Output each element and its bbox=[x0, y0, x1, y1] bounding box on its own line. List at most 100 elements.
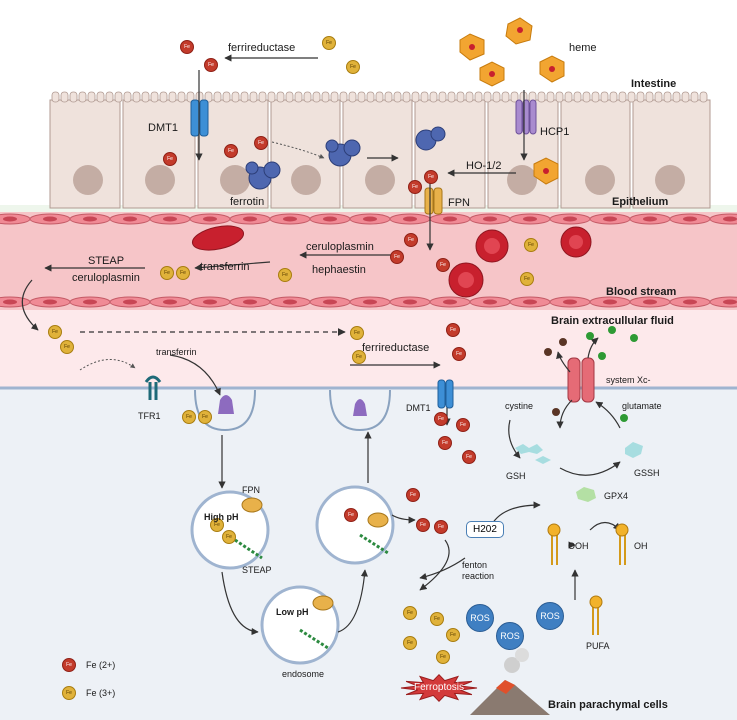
iron-ion-fe2: Fe bbox=[438, 436, 452, 450]
dmt1-transporter-brain bbox=[437, 379, 454, 409]
gssh-label: GSSH bbox=[634, 468, 660, 478]
ceruloplasmin-label: ceruloplasmin bbox=[306, 241, 374, 253]
ferrotin-label: ferrotin bbox=[230, 196, 265, 208]
ros-badge: ROS bbox=[536, 602, 564, 630]
legend-fe3-icon: Fe bbox=[62, 686, 76, 700]
legend-fe2-label: Fe (2+) bbox=[86, 660, 116, 670]
ooh-label: OOH bbox=[568, 541, 589, 551]
system-xc-transporter bbox=[567, 357, 595, 403]
system-xc-label: system Xc- bbox=[606, 375, 651, 385]
iron-ion-fe2: Fe bbox=[434, 520, 448, 534]
iron-ion-fe3: Fe bbox=[198, 410, 212, 424]
ceruloplasmin-blood-label: ceruloplasmin bbox=[72, 272, 140, 284]
iron-ion-fe3: Fe bbox=[160, 266, 174, 280]
blood-stream-region bbox=[0, 212, 737, 310]
tfr1-label: TFR1 bbox=[138, 411, 161, 421]
ros-badge: ROS bbox=[466, 604, 494, 632]
hcp1-label: HCP1 bbox=[540, 126, 570, 138]
iron-ion-fe3: Fe bbox=[352, 350, 366, 364]
blood-stream-label: Blood stream bbox=[606, 286, 677, 298]
fpn-transporter-top bbox=[424, 187, 443, 215]
iron-ion-fe2: Fe bbox=[344, 508, 358, 522]
dmt1-label: DMT1 bbox=[148, 122, 178, 134]
iron-ion-fe3: Fe bbox=[446, 628, 460, 642]
iron-ion-fe3: Fe bbox=[176, 266, 190, 280]
fpn-label: FPN bbox=[448, 197, 470, 209]
vessel-wall-bottom bbox=[0, 296, 737, 308]
transferrin-bound bbox=[218, 395, 367, 416]
cystine-glutamate-particles bbox=[544, 326, 638, 422]
intestine-label: Intestine bbox=[631, 78, 677, 90]
iron-ion-fe3: Fe bbox=[520, 272, 534, 286]
lipid-molecules bbox=[551, 535, 626, 635]
iron-ion-fe3: Fe bbox=[436, 650, 450, 664]
iron-ion-fe3: Fe bbox=[350, 326, 364, 340]
iron-ion-fe2: Fe bbox=[404, 233, 418, 247]
iron-ion-fe2: Fe bbox=[452, 347, 466, 361]
iron-ion-fe2: Fe bbox=[408, 180, 422, 194]
ferroptosis-burst bbox=[400, 673, 478, 703]
iron-ion-fe3: Fe bbox=[524, 238, 538, 252]
gsh-label: GSH bbox=[506, 471, 526, 481]
iron-ion-fe2: Fe bbox=[424, 170, 438, 184]
legend-fe3-label: Fe (3+) bbox=[86, 688, 116, 698]
iron-ion-fe3: Fe bbox=[60, 340, 74, 354]
hephaestin-label: hephaestin bbox=[312, 264, 366, 276]
iron-ion-fe3: Fe bbox=[278, 268, 292, 282]
iron-ion-fe3: Fe bbox=[430, 612, 444, 626]
pufa-label: PUFA bbox=[586, 641, 610, 651]
iron-ion-fe3: Fe bbox=[346, 60, 360, 74]
iron-ion-fe3: Fe bbox=[210, 518, 224, 532]
iron-ion-fe2: Fe bbox=[224, 144, 238, 158]
red-blood-cells bbox=[191, 225, 592, 298]
nuclei bbox=[73, 165, 685, 195]
transferrin-blood-label: transferrin bbox=[200, 261, 250, 273]
gpx4-molecule bbox=[576, 487, 596, 502]
fpn-endo-label: FPN bbox=[242, 485, 260, 495]
dmt1-brain-label: DMT1 bbox=[406, 403, 431, 413]
iron-ion-fe3: Fe bbox=[403, 606, 417, 620]
brain-ecf-region bbox=[0, 310, 737, 388]
iron-ion-fe3: Fe bbox=[182, 410, 196, 424]
heme-label: heme bbox=[569, 42, 597, 54]
fenton-reaction-label: fenton reaction bbox=[462, 560, 495, 581]
low-ph-label: Low pH bbox=[276, 607, 309, 617]
endosome-label: endosome bbox=[282, 669, 325, 679]
brain-ecf-label: Brain extracullular fluid bbox=[551, 315, 674, 327]
ferrireductase-label: ferrireductase bbox=[228, 42, 296, 54]
iron-ion-fe2: Fe bbox=[390, 250, 404, 264]
gpx4-label: GPX4 bbox=[604, 491, 629, 501]
iron-ion-fe2: Fe bbox=[204, 58, 218, 72]
ferroptosis-label: Ferroptosis bbox=[413, 682, 464, 693]
iron-ion-fe2: Fe bbox=[163, 152, 177, 166]
iron-ion-fe2: Fe bbox=[406, 488, 420, 502]
ferroptosis-volcano bbox=[470, 648, 550, 715]
iron-ion-fe3: Fe bbox=[322, 36, 336, 50]
tfr1-receptor bbox=[144, 375, 162, 400]
legend-fe2-icon: Fe bbox=[62, 658, 76, 672]
steap-blood-label: STEAP bbox=[88, 255, 125, 267]
endocytic-pits bbox=[194, 389, 391, 432]
ho12-label: HO-1/2 bbox=[466, 160, 502, 172]
iron-ion-fe2: Fe bbox=[446, 323, 460, 337]
ferritin-complex bbox=[245, 126, 446, 190]
h2o2-label: H202 bbox=[466, 521, 504, 538]
high-ph-label: High pH bbox=[204, 512, 239, 522]
iron-ion-fe3: Fe bbox=[403, 636, 417, 650]
cystine-label: cystine bbox=[505, 401, 534, 411]
iron-ion-fe3: Fe bbox=[222, 530, 236, 544]
gsh-gssh-molecules bbox=[515, 442, 643, 464]
vessel-wall-top bbox=[0, 213, 737, 225]
iron-ion-fe2: Fe bbox=[434, 412, 448, 426]
microvilli bbox=[51, 91, 708, 103]
steap-endo-label: STEAP bbox=[242, 565, 272, 575]
iron-ion-fe2: Fe bbox=[416, 518, 430, 532]
iron-ion-fe2: Fe bbox=[456, 418, 470, 432]
oh-label: OH bbox=[634, 541, 648, 551]
iron-ion-fe3: Fe bbox=[48, 325, 62, 339]
transferrin-brain-label: transferrin bbox=[156, 347, 197, 357]
hcp1-transporter bbox=[515, 99, 537, 135]
brain-cells-label: Brain parachymal cells bbox=[548, 699, 668, 711]
